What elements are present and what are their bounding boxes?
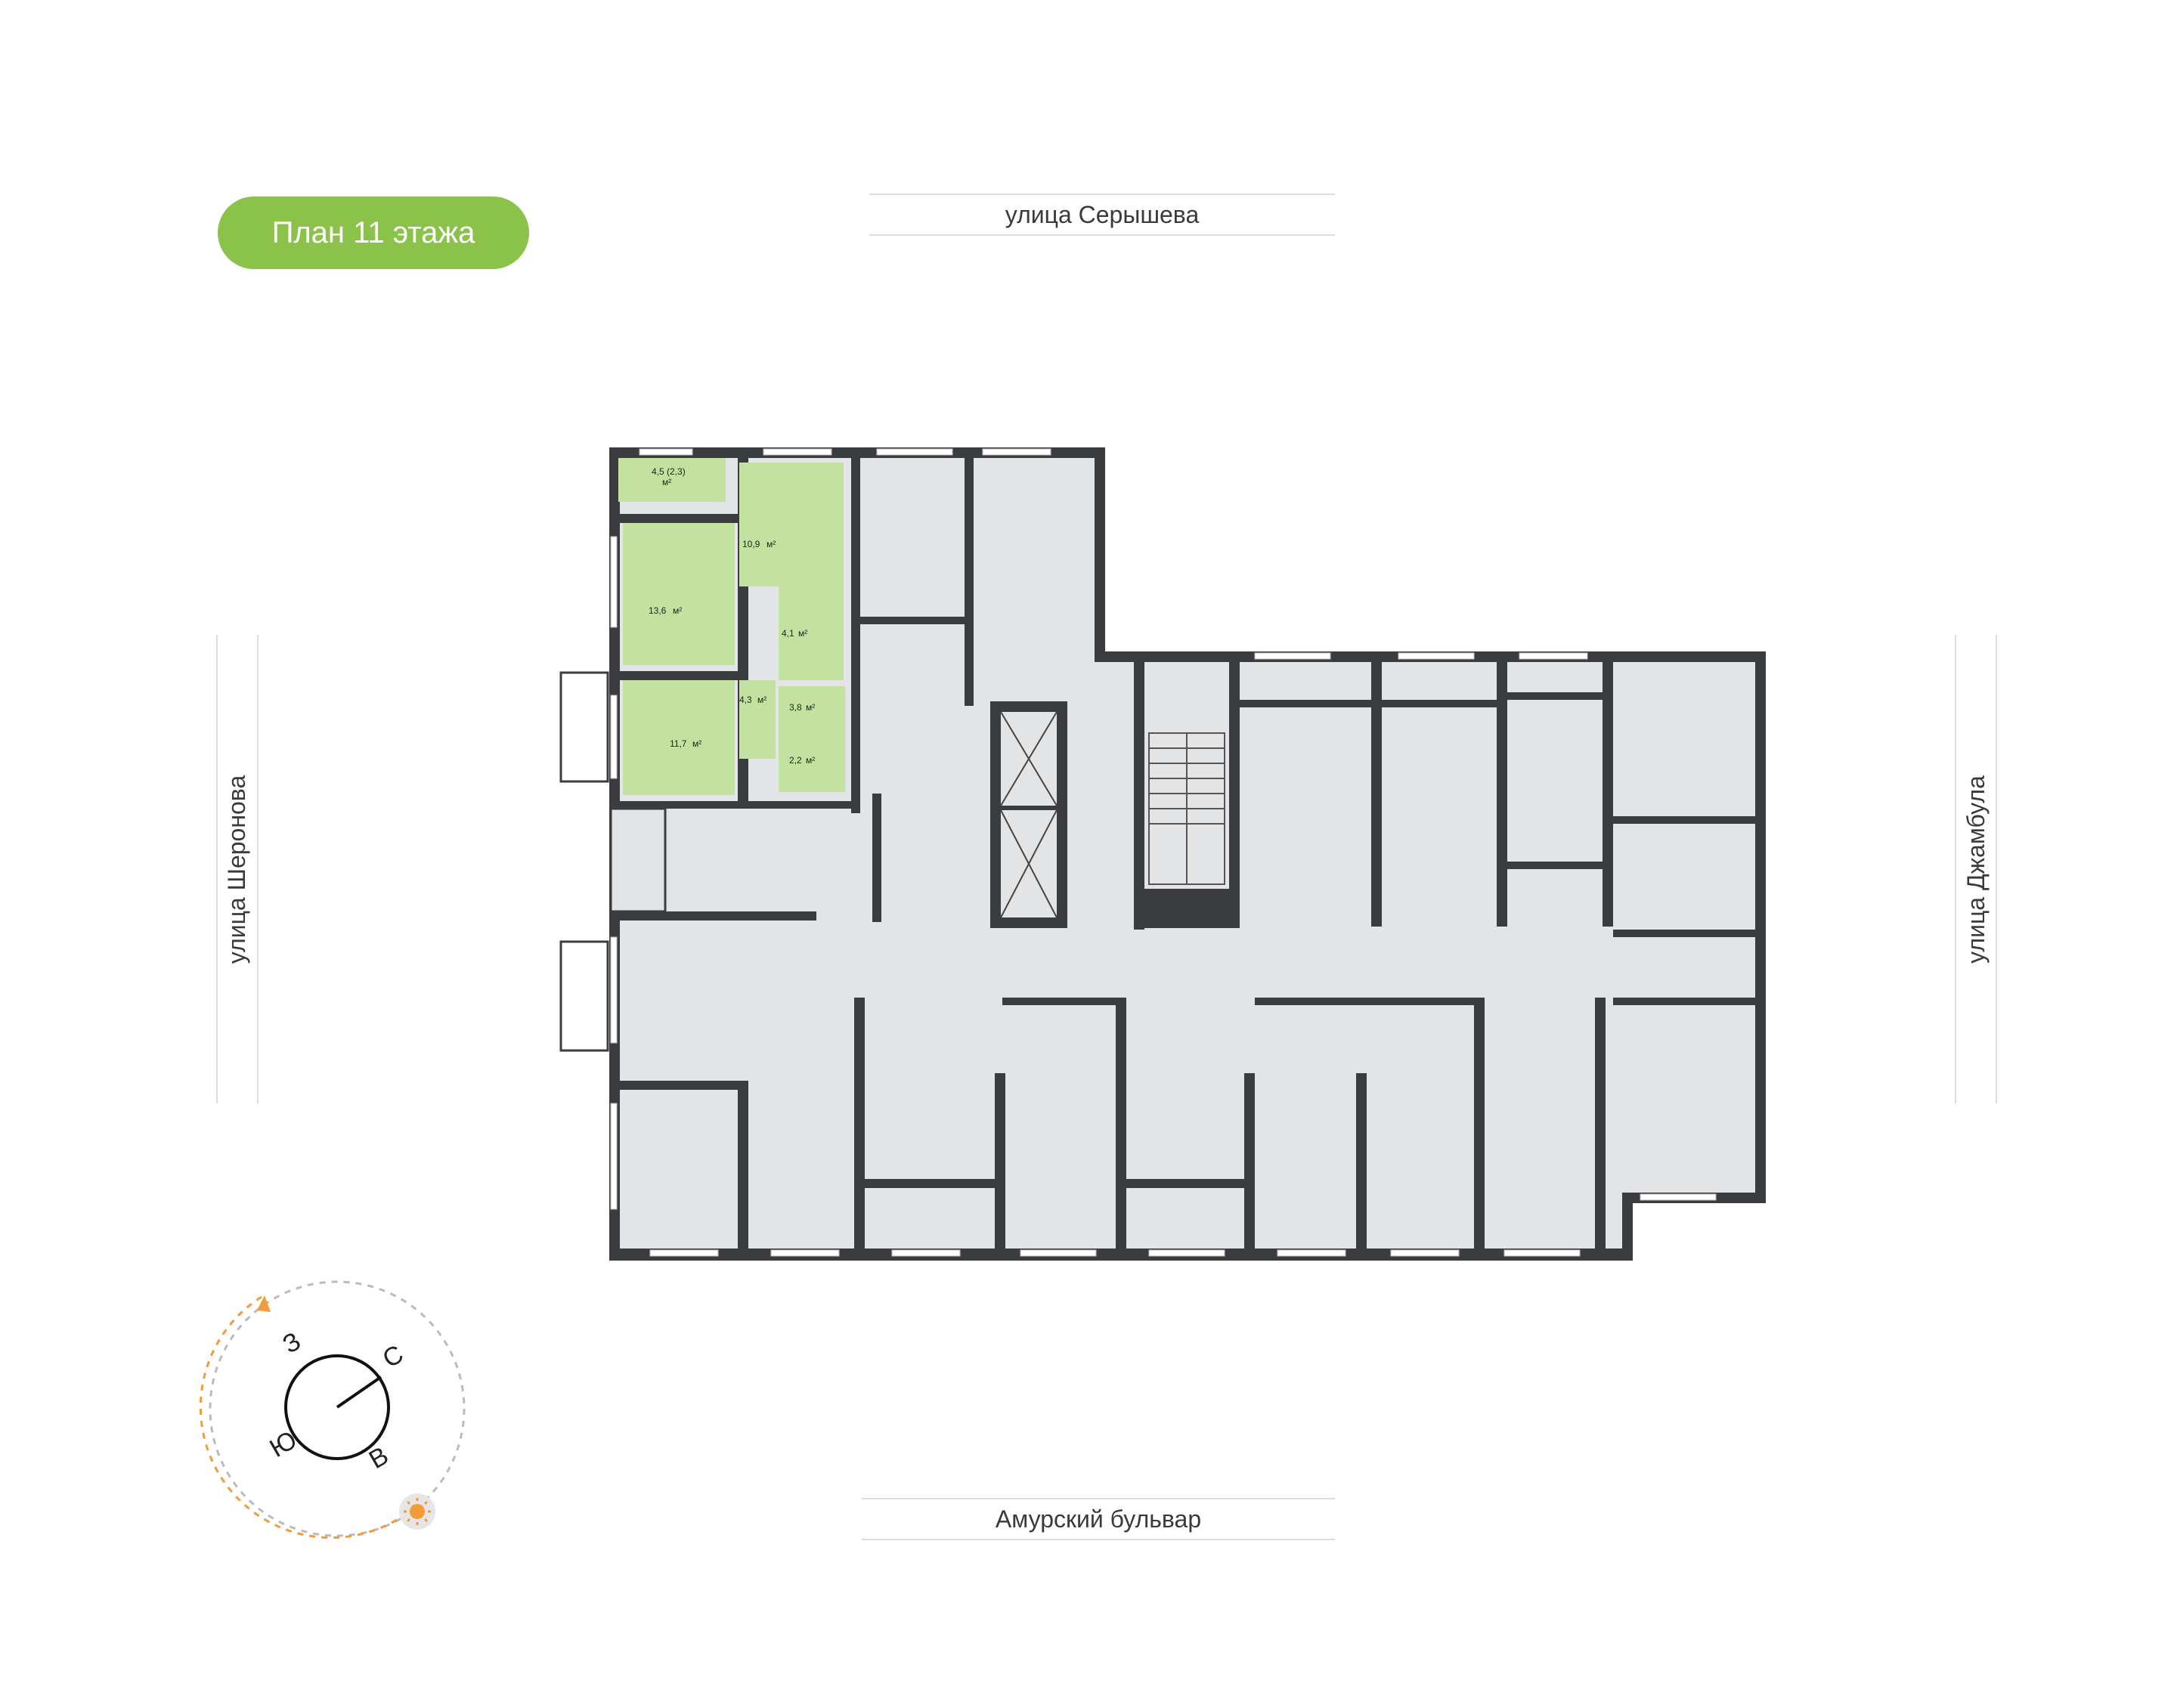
bathroom [779, 586, 844, 680]
area-label-wc: 2,2 [789, 755, 802, 766]
room-1 [739, 463, 844, 586]
area-unit-kitchen: м² [692, 738, 701, 749]
area-unit-room-2: м² [673, 605, 682, 616]
highlighted-apartment [618, 458, 845, 795]
wc [779, 750, 845, 792]
sun-icon [410, 1504, 425, 1519]
kitchen [623, 680, 735, 795]
area-label-balcony: 4,5 (2,3) [652, 466, 686, 477]
compass-dial [284, 1354, 390, 1460]
street-west-label: улица Шеронова [216, 635, 259, 1103]
sun-path [199, 1295, 401, 1539]
sun-rays-icon [404, 1498, 431, 1525]
sun-path-arrow-icon [257, 1295, 271, 1312]
compass [199, 1280, 466, 1539]
balcony-room [618, 458, 726, 502]
area-label-kitchen: 11,7 [670, 738, 687, 749]
area-unit-balcony: м² [662, 477, 671, 487]
corridor [779, 686, 845, 750]
compass-needle [336, 1375, 382, 1409]
area-unit-bathroom: м² [798, 628, 807, 639]
windows [610, 448, 1717, 1257]
staircase [1148, 732, 1225, 885]
area-label-bathroom: 4,1 [782, 628, 794, 639]
street-north-label: улица Серышева [869, 193, 1335, 236]
elevator-shafts [1000, 711, 1058, 918]
area-label-room-1: 10,9 [742, 539, 760, 549]
area-label-corridor: 3,8 [789, 702, 802, 713]
area-unit-room-1: м² [766, 539, 776, 549]
area-unit-wc: м² [806, 755, 815, 766]
west-balconies [559, 671, 667, 1052]
area-label-hall: 4,3 [739, 695, 752, 705]
area-label-room-2: 13,6 [649, 605, 667, 616]
floor-title-badge: План 11 этажа [218, 196, 529, 269]
area-unit-corridor: м² [806, 702, 815, 713]
street-east-label: улица Джамбула [1955, 635, 1997, 1103]
room-2 [623, 523, 735, 665]
street-south-label: Амурский бульвар [862, 1498, 1335, 1540]
area-unit-hall: м² [757, 695, 766, 705]
compass-outer-ring [209, 1280, 466, 1537]
hall [739, 680, 776, 759]
